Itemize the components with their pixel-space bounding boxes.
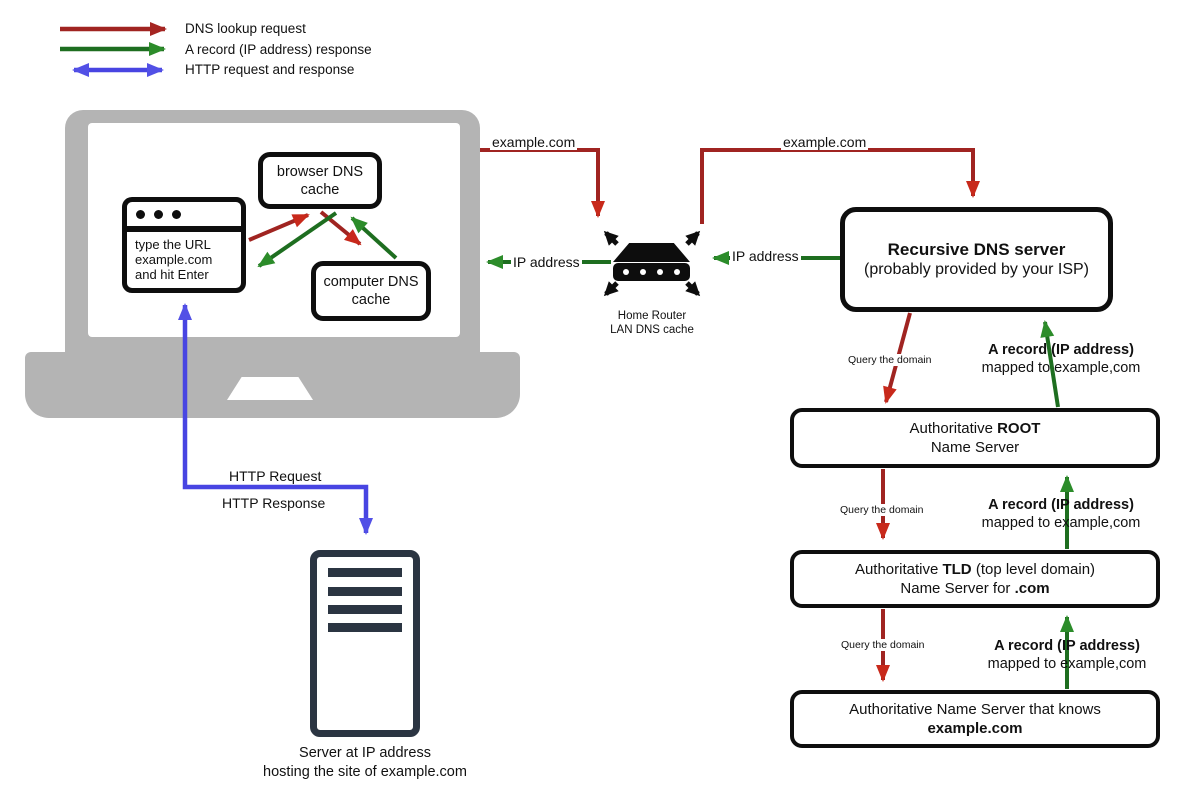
laptop-notch: [227, 377, 313, 400]
http-request-label: HTTP Request: [229, 468, 322, 484]
a-record-label-2: A record (IP address) mapped to example,…: [981, 497, 1141, 531]
tld-name-server-box: Authoritative TLD (top level domain) Nam…: [790, 550, 1160, 608]
window-dot-icon: [172, 209, 181, 219]
example-com-label-2: example.com: [781, 134, 869, 150]
web-server-icon: [310, 550, 420, 737]
home-router-label: Home Router LAN DNS cache: [610, 310, 694, 336]
ip-address-label-left: IP address: [511, 254, 582, 270]
query-domain-label-3: Query the domain: [839, 639, 927, 651]
legend-label-dns-request: DNS lookup request: [185, 21, 306, 36]
browser-titlebar: [127, 202, 241, 232]
legend-label-http: HTTP request and response: [185, 62, 355, 77]
a-record-label-1: A record (IP address) mapped to example,…: [981, 342, 1141, 376]
recursive-dns-title: Recursive DNS server: [887, 240, 1066, 259]
example-com-label-1: example.com: [490, 134, 578, 150]
window-dot-icon: [154, 209, 163, 219]
web-server-caption: Server at IP address hosting the site of…: [263, 745, 467, 780]
http-response-label: HTTP Response: [222, 495, 326, 511]
root-name-server-box: Authoritative ROOT Name Server: [790, 408, 1160, 468]
window-dot-icon: [136, 209, 145, 219]
home-router-icon: [613, 263, 690, 281]
dns-request-laptop-to-router-arrow: [480, 148, 605, 218]
browser-window: type the URL example.com and hit Enter: [122, 197, 246, 293]
recursive-dns-server-box: Recursive DNS server (probably provided …: [840, 207, 1113, 312]
home-router-icon: [613, 243, 690, 262]
browser-dns-cache-box: browser DNS cache: [258, 152, 382, 209]
a-record-label-3: A record (IP address) mapped to example,…: [987, 638, 1147, 672]
browser-url-instruction: type the URL example.com and hit Enter: [135, 237, 213, 282]
query-domain-arrows: [876, 312, 912, 682]
recursive-dns-subtitle: (probably provided by your ISP): [864, 261, 1089, 278]
query-domain-label-1: Query the domain: [846, 354, 934, 366]
ip-address-label-right: IP address: [730, 248, 801, 264]
query-domain-label-2: Query the domain: [838, 504, 926, 516]
legend-label-a-record: A record (IP address) response: [185, 42, 372, 57]
authoritative-name-server-box: Authoritative Name Server that knows exa…: [790, 690, 1160, 748]
computer-dns-cache-box: computer DNS cache: [311, 261, 431, 321]
